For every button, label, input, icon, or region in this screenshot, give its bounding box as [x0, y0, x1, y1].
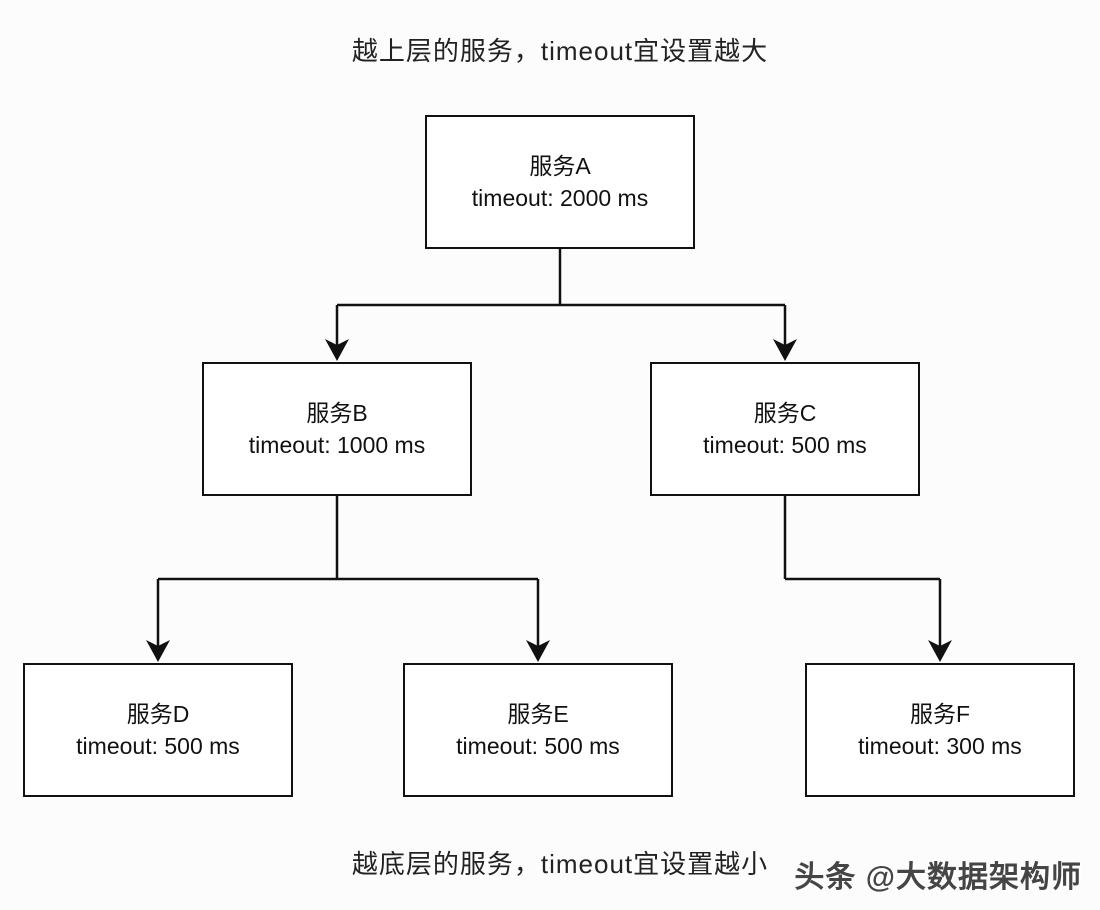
node-service-e-label: 服务E: [507, 701, 569, 727]
node-service-a-timeout: timeout: 2000 ms: [471, 185, 649, 211]
node-service-f-timeout: timeout: 300 ms: [858, 733, 1022, 759]
top-caption: 越上层的服务，timeout宜设置越大: [351, 36, 769, 66]
node-service-e-timeout: timeout: 500 ms: [456, 733, 620, 759]
node-service-b: 服务B timeout: 1000 ms: [202, 362, 472, 496]
node-service-f-label: 服务F: [909, 701, 971, 727]
node-service-d-timeout: timeout: 500 ms: [76, 733, 240, 759]
node-service-c-label: 服务C: [753, 400, 817, 426]
node-service-f: 服务F timeout: 300 ms: [805, 663, 1075, 797]
node-service-a-label: 服务A: [529, 153, 591, 179]
node-service-c-timeout: timeout: 500 ms: [703, 432, 867, 458]
node-service-b-label: 服务B: [306, 400, 368, 426]
node-service-b-timeout: timeout: 1000 ms: [248, 432, 426, 458]
bottom-caption: 越底层的服务，timeout宜设置越小: [351, 849, 769, 879]
node-service-d-label: 服务D: [126, 701, 190, 727]
watermark-text: 头条 @大数据架构师: [794, 861, 1082, 894]
node-service-a: 服务A timeout: 2000 ms: [425, 115, 695, 249]
node-service-d: 服务D timeout: 500 ms: [23, 663, 293, 797]
node-service-e: 服务E timeout: 500 ms: [403, 663, 673, 797]
node-service-c: 服务C timeout: 500 ms: [650, 362, 920, 496]
